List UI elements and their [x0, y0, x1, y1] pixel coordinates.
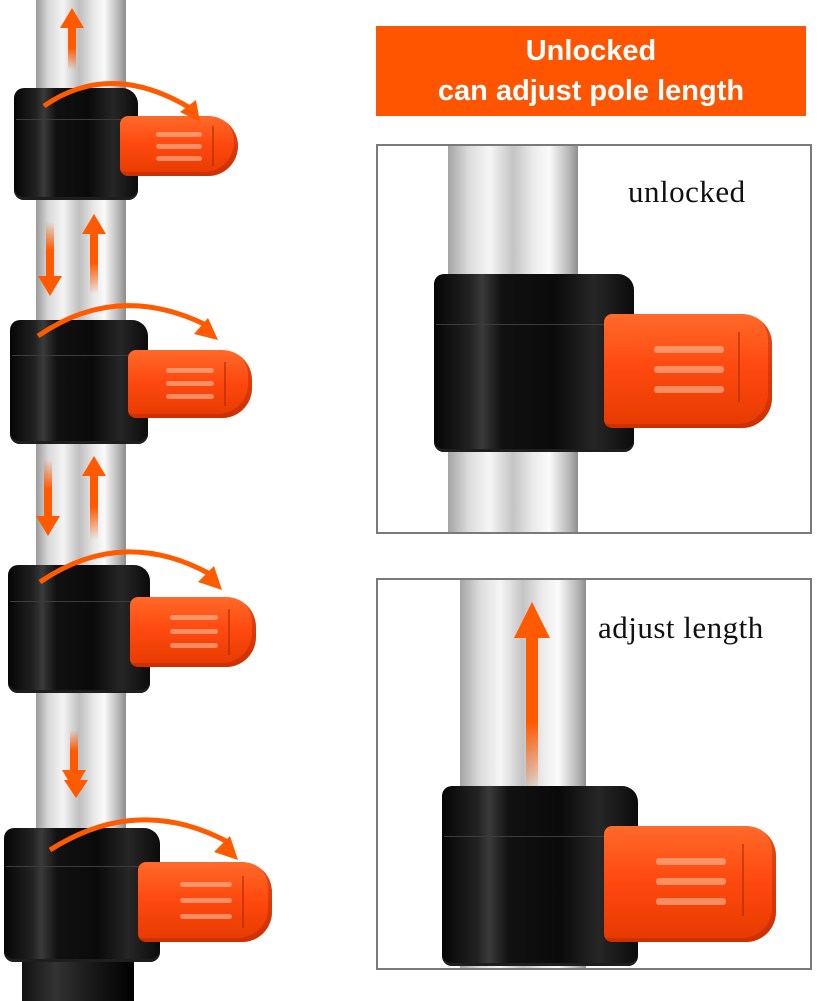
panel-adjust-length: adjust length — [376, 578, 812, 970]
arc-arrow-right-icon — [48, 817, 238, 860]
clamp-body — [8, 565, 150, 693]
arc-arrow-right-icon — [42, 81, 200, 122]
arrow-up-icon — [82, 214, 106, 294]
panel-label-adjust-length: adjust length — [598, 610, 764, 645]
arrow-up-icon — [60, 8, 84, 70]
clamp-lever-tab[interactable] — [130, 597, 256, 667]
clamp-body — [14, 88, 138, 200]
clamp-lever-tab[interactable] — [604, 314, 772, 428]
arrow-up-icon — [82, 456, 106, 540]
clamp-lever-tab[interactable] — [128, 350, 252, 418]
clamp-body — [10, 320, 148, 444]
title-banner: Unlocked can adjust pole length — [376, 26, 806, 116]
clamp-lever-tab[interactable] — [138, 862, 272, 942]
banner-title: Unlocked — [525, 35, 657, 67]
arrow-down-icon — [38, 222, 62, 296]
arrow-up-icon — [514, 602, 550, 792]
arrow-down-icon — [36, 460, 60, 536]
clamp-lever-tab[interactable] — [120, 116, 238, 176]
panel-label-unlocked: unlocked — [628, 174, 746, 209]
clamp-lever-tab[interactable] — [604, 826, 776, 942]
panel-unlocked: unlocked — [376, 144, 812, 534]
arc-arrow-right-icon — [38, 549, 222, 590]
arrow-down-icon — [64, 780, 88, 798]
clamp-body — [4, 828, 160, 962]
arc-arrow-right-icon — [36, 303, 218, 340]
banner-subtitle: can adjust pole length — [437, 75, 745, 107]
clamp-body — [434, 274, 634, 452]
